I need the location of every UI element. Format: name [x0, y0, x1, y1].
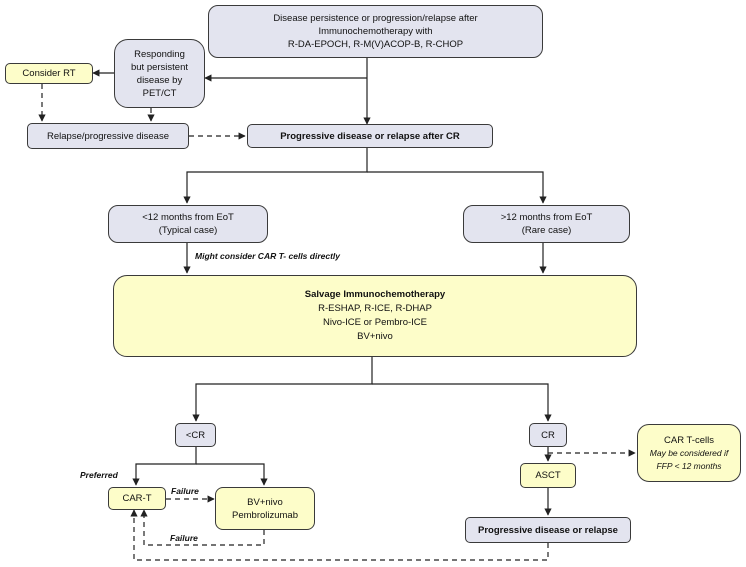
asct-label: ASCT — [535, 470, 561, 481]
consider-rt-label: Consider RT — [22, 68, 76, 79]
connector-ltcr-to-bvnivo — [196, 463, 268, 486]
responding-line-4: PET/CT — [142, 87, 177, 99]
responding-node: Responding but persistent disease by PET… — [114, 39, 205, 108]
connector-progressive-to-lt12 — [183, 148, 368, 204]
dashed-bvnivo-failure-to-cart — [140, 509, 265, 546]
cr-label: CR — [541, 429, 555, 441]
asct-node: ASCT — [520, 463, 576, 488]
responding-line-3: disease by — [136, 74, 183, 86]
gt12-line-2: (Rare case) — [521, 225, 572, 236]
responding-line-2: but persistent — [130, 61, 189, 73]
progressive-or-relapse-node: Progressive disease or relapse — [465, 517, 631, 543]
progressive-after-cr-node: Progressive disease or relapse after CR — [247, 124, 493, 148]
bv-nivo-line-2: Pembrolizumab — [232, 509, 298, 521]
salvage-node: Salvage Immunochemotherapy R-ESHAP, R-IC… — [113, 275, 637, 357]
failure-label-bottom: Failure — [170, 533, 198, 543]
salvage-line-2: Nivo-ICE or Pembro-ICE — [323, 317, 427, 328]
car-t-node: CAR-T — [108, 487, 166, 510]
connector-salvage-to-ltcr — [192, 357, 373, 422]
preferred-label: Preferred — [80, 470, 118, 480]
start-line-2: Immunochemotherapy with — [318, 26, 433, 37]
salvage-title: Salvage Immunochemotherapy — [304, 289, 446, 300]
connector-salvage-to-cr — [372, 383, 552, 422]
might-consider-label: Might consider CAR T- cells directly — [195, 251, 341, 261]
lt12-node: <12 months from EoT (Typical case) — [108, 205, 268, 243]
connector-ltcr-to-cart — [132, 447, 197, 486]
progressive-after-cr-label: Progressive disease or relapse after CR — [280, 130, 460, 142]
lt12-line-1: <12 months from EoT — [142, 212, 234, 223]
relapse-progressive-label: Relapse/progressive disease — [47, 130, 169, 142]
car-t-cells-note-2: FFP < 12 months — [656, 460, 722, 471]
car-t-label: CAR-T — [122, 493, 152, 504]
car-t-cells-node: CAR T-cells May be considered if FFP < 1… — [637, 424, 741, 482]
gt12-node: >12 months from EoT (Rare case) — [463, 205, 630, 243]
car-t-cells-note-1: May be considered if — [649, 447, 729, 458]
relapse-progressive-node: Relapse/progressive disease — [27, 123, 189, 149]
bv-nivo-node: BV+nivo Pembrolizumab — [215, 487, 315, 530]
connector-progressive-to-gt12 — [367, 171, 547, 204]
car-t-cells-title: CAR T-cells — [664, 434, 714, 446]
responding-line-1: Responding — [134, 48, 185, 60]
failure-label-top: Failure — [171, 486, 199, 496]
start-node: Disease persistence or progression/relap… — [208, 5, 543, 58]
lt-cr-node: <CR — [175, 423, 216, 447]
bv-nivo-line-1: BV+nivo — [247, 496, 283, 508]
salvage-line-3: BV+nivo — [357, 331, 393, 342]
consider-rt-node: Consider RT — [5, 63, 93, 84]
start-line-3: R-DA-EPOCH, R-M(V)ACOP-B, R-CHOP — [287, 39, 464, 50]
start-line-1: Disease persistence or progression/relap… — [273, 13, 478, 24]
cr-node: CR — [529, 423, 567, 447]
lt12-line-2: (Typical case) — [158, 225, 218, 236]
lt-cr-label: <CR — [185, 429, 206, 441]
gt12-line-1: >12 months from EoT — [500, 212, 593, 223]
progressive-or-relapse-label: Progressive disease or relapse — [478, 524, 618, 536]
salvage-line-1: R-ESHAP, R-ICE, R-DHAP — [318, 303, 432, 314]
